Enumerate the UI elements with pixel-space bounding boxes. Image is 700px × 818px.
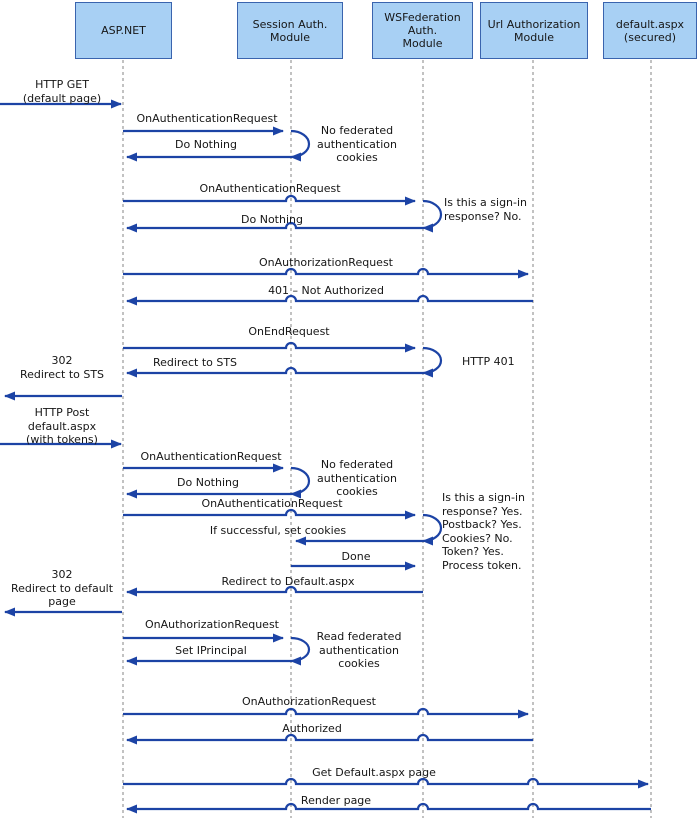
arrow-redirect-to-sts <box>126 366 423 378</box>
msg-onendrequest: OnEndRequest <box>248 325 330 338</box>
msg-redirect-to-default-aspx: Redirect to Default.aspx <box>221 575 355 588</box>
msg-render-page: Render page <box>300 794 372 807</box>
self-loop-session-2 <box>290 466 311 499</box>
lifelines <box>122 60 652 818</box>
arrow-onauthenticationrequest-2 <box>123 194 416 206</box>
self-loop-session-3 <box>290 636 311 666</box>
actor-aspnet: ASP.NET <box>75 2 172 59</box>
self-loop-wsfed-1 <box>422 199 443 233</box>
msg-onauthenticationrequest-1: OnAuthenticationRequest <box>136 112 278 125</box>
msg-onauthorizationrequest-1: OnAuthorizationRequest <box>259 256 393 269</box>
note-no-federated-cookies-2: No federated authentication cookies <box>317 458 397 498</box>
arrow-onendrequest <box>123 341 416 353</box>
msg-done: Done <box>341 550 371 563</box>
msg-do-nothing-1: Do Nothing <box>175 138 237 151</box>
arrow-onauthorizationrequest-2 <box>123 707 529 719</box>
arrow-onauthorizationrequest-1 <box>123 267 529 279</box>
arrow-redirect-to-default-aspx <box>126 585 423 597</box>
arrow-onauthenticationrequest-4 <box>123 508 416 520</box>
self-loop-wsfed-2 <box>422 346 443 378</box>
msg-onauthenticationrequest-2: OnAuthenticationRequest <box>199 182 341 195</box>
actor-default-aspx: default.aspx (secured) <box>603 2 697 59</box>
msg-do-nothing-3: Do Nothing <box>177 476 239 489</box>
browser-label-302-redirect-default: 302 Redirect to default page <box>10 568 114 608</box>
msg-onauthorizationrequest-2: OnAuthorizationRequest <box>242 695 376 708</box>
self-loop-session-1 <box>290 129 311 162</box>
msg-get-default-aspx-page: Get Default.aspx page <box>312 766 436 779</box>
msg-onauthenticationrequest-3: OnAuthenticationRequest <box>140 450 282 463</box>
browser-label-http-post: HTTP Post default.aspx (with tokens) <box>26 406 98 446</box>
arrow-401-not-authorized <box>126 294 533 306</box>
note-sign-in-response-no: Is this a sign-in response? No. <box>444 196 528 223</box>
note-http-401: HTTP 401 <box>462 355 515 368</box>
arrow-do-nothing-2 <box>126 221 423 233</box>
browser-label-http-get: HTTP GET (default page) <box>22 78 102 105</box>
note-sign-in-response-yes: Is this a sign-in response? Yes. Postbac… <box>442 491 526 572</box>
msg-set-iprincipal: Set IPrincipal <box>175 644 247 657</box>
msg-if-successful-set-cookies: If successful, set cookies <box>209 524 347 537</box>
note-no-federated-cookies-1: No federated authentication cookies <box>317 124 397 164</box>
arrow-get-default-aspx-page <box>123 777 649 789</box>
msg-401-not-authorized: 401 – Not Authorized <box>268 284 384 297</box>
arrow-render-page <box>126 802 651 814</box>
msg-onauthorizationrequest-session: OnAuthorizationRequest <box>145 618 279 631</box>
msg-redirect-to-sts: Redirect to STS <box>152 356 238 369</box>
msg-do-nothing-2: Do Nothing <box>241 213 303 226</box>
browser-label-302-redirect-sts: 302 Redirect to STS <box>19 354 105 381</box>
arrows <box>0 99 651 814</box>
actor-url-authorization-module: Url Authorization Module <box>480 2 588 59</box>
self-loop-wsfed-3 <box>422 513 443 546</box>
arrow-authorized <box>126 733 533 745</box>
note-read-federated-cookies: Read federated authentication cookies <box>316 630 402 670</box>
actor-session-auth-module: Session Auth. Module <box>237 2 343 59</box>
msg-onauthenticationrequest-4: OnAuthenticationRequest <box>201 497 343 510</box>
actor-wsfederation-auth-module: WSFederation Auth. Module <box>372 2 473 59</box>
msg-authorized: Authorized <box>282 722 342 735</box>
